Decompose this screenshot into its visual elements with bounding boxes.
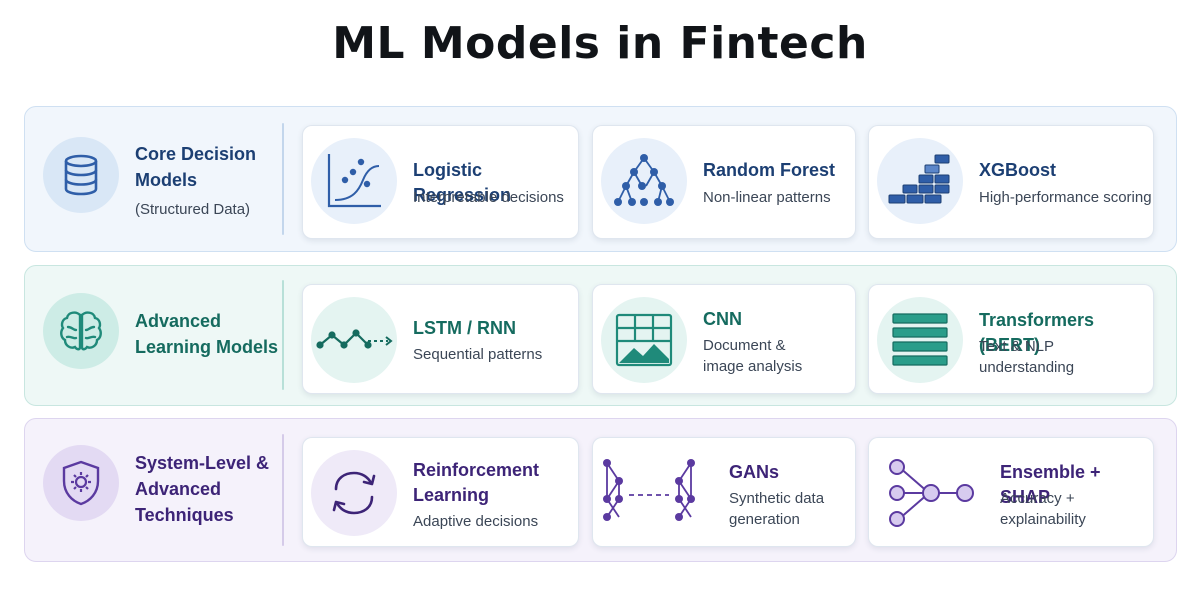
- database-icon: [43, 137, 119, 213]
- card-random-forest: Random Forest Non-linear patterns: [592, 125, 856, 239]
- card-description-line: understanding: [979, 359, 1075, 376]
- card-reinforcement-learning: Reinforcement Learning Adaptive decision…: [302, 437, 579, 547]
- card-description: Accuracy + explainability: [1000, 488, 1086, 530]
- card-title: Logistic Regression: [413, 160, 512, 205]
- stacked-blocks-icon: [877, 138, 963, 224]
- dual-network-icon: [599, 450, 699, 536]
- shield-gear-icon: [43, 445, 119, 521]
- card-title: GANs: [729, 462, 780, 482]
- page-title: ML Models in Fintech: [332, 18, 868, 69]
- image-grid-icon: [601, 297, 687, 383]
- row-core-decision-models: Core Decision Models (Structured Data) L…: [24, 106, 1177, 252]
- card-description-line: Text & NLP: [979, 338, 1055, 355]
- category-label: System-Level & Advanced Techniques: [135, 450, 285, 528]
- card-xgboost: XGBoost High-performance scoring: [868, 125, 1154, 239]
- card-gans: GANs Synthetic data generation: [592, 437, 856, 547]
- category-sublabel: (Structured Data): [135, 201, 251, 218]
- cycle-arrows-icon: [311, 450, 397, 536]
- category-label-line: Advanced: [135, 311, 222, 331]
- category-label: Core Decision Models: [135, 141, 285, 193]
- category-label-line: Advanced: [135, 479, 222, 499]
- card-description: Interpretable decisions: [413, 189, 564, 206]
- card-title-line: Learning: [413, 485, 490, 505]
- layers-icon: [877, 297, 963, 383]
- divider: [282, 123, 284, 235]
- category-label: Advanced Learning Models: [135, 308, 295, 360]
- card-description-line: Document &: [703, 337, 786, 354]
- card-description-line: Synthetic data: [729, 490, 825, 507]
- card-description: Adaptive decisions: [413, 513, 539, 530]
- card-title: LSTM / RNN: [413, 318, 516, 338]
- card-title: Random Forest: [703, 160, 836, 180]
- card-description: Sequential patterns: [413, 346, 543, 363]
- card-title: XGBoost: [979, 160, 1057, 180]
- ensemble-nodes-icon: [883, 450, 983, 536]
- category-label-line: Learning Models: [135, 337, 279, 357]
- card-title: Transformers (BERT): [979, 310, 1095, 355]
- category-label-line: Models: [135, 170, 198, 190]
- card-cnn: CNN Document & image analysis: [592, 284, 856, 394]
- sequence-icon: [311, 297, 397, 383]
- row-system-level-techniques: System-Level & Advanced Techniques Reinf…: [24, 418, 1177, 562]
- card-description: Document & image analysis: [703, 335, 802, 377]
- divider: [282, 434, 284, 546]
- card-description: Synthetic data generation: [729, 488, 824, 530]
- card-transformers-bert: Transformers (BERT) Text & NLP understan…: [868, 284, 1154, 394]
- card-title: CNN: [703, 309, 742, 329]
- tree-icon: [601, 138, 687, 224]
- card-description: Non-linear patterns: [703, 189, 831, 206]
- card-description: High-performance scoring: [979, 189, 1152, 206]
- card-description: Text & NLP understanding: [979, 336, 1074, 378]
- card-description-line: Accuracy +: [1000, 490, 1075, 507]
- brain-icon: [43, 293, 119, 369]
- category-label-line: System-Level &: [135, 453, 270, 473]
- divider: [282, 280, 284, 390]
- card-description-line: explainability: [1000, 511, 1086, 528]
- card-title-line: Reinforcement: [413, 460, 540, 480]
- card-description-line: generation: [729, 511, 800, 528]
- card-title: Reinforcement Learning: [413, 458, 539, 508]
- card-description-line: image analysis: [703, 358, 803, 375]
- category-label-line: Core Decision: [135, 144, 257, 164]
- category-label-line: Techniques: [135, 505, 234, 525]
- card-lstm-rnn: LSTM / RNN Sequential patterns: [302, 284, 579, 394]
- card-title: Ensemble + SHAP: [1000, 462, 1101, 507]
- scatter-curve-icon: [311, 138, 397, 224]
- card-ensemble-shap: Ensemble + SHAP Accuracy + explainabilit…: [868, 437, 1154, 547]
- row-advanced-learning-models: Advanced Learning Models LSTM / RNN Sequ…: [24, 265, 1177, 406]
- card-logistic-regression: Logistic Regression Interpretable decisi…: [302, 125, 579, 239]
